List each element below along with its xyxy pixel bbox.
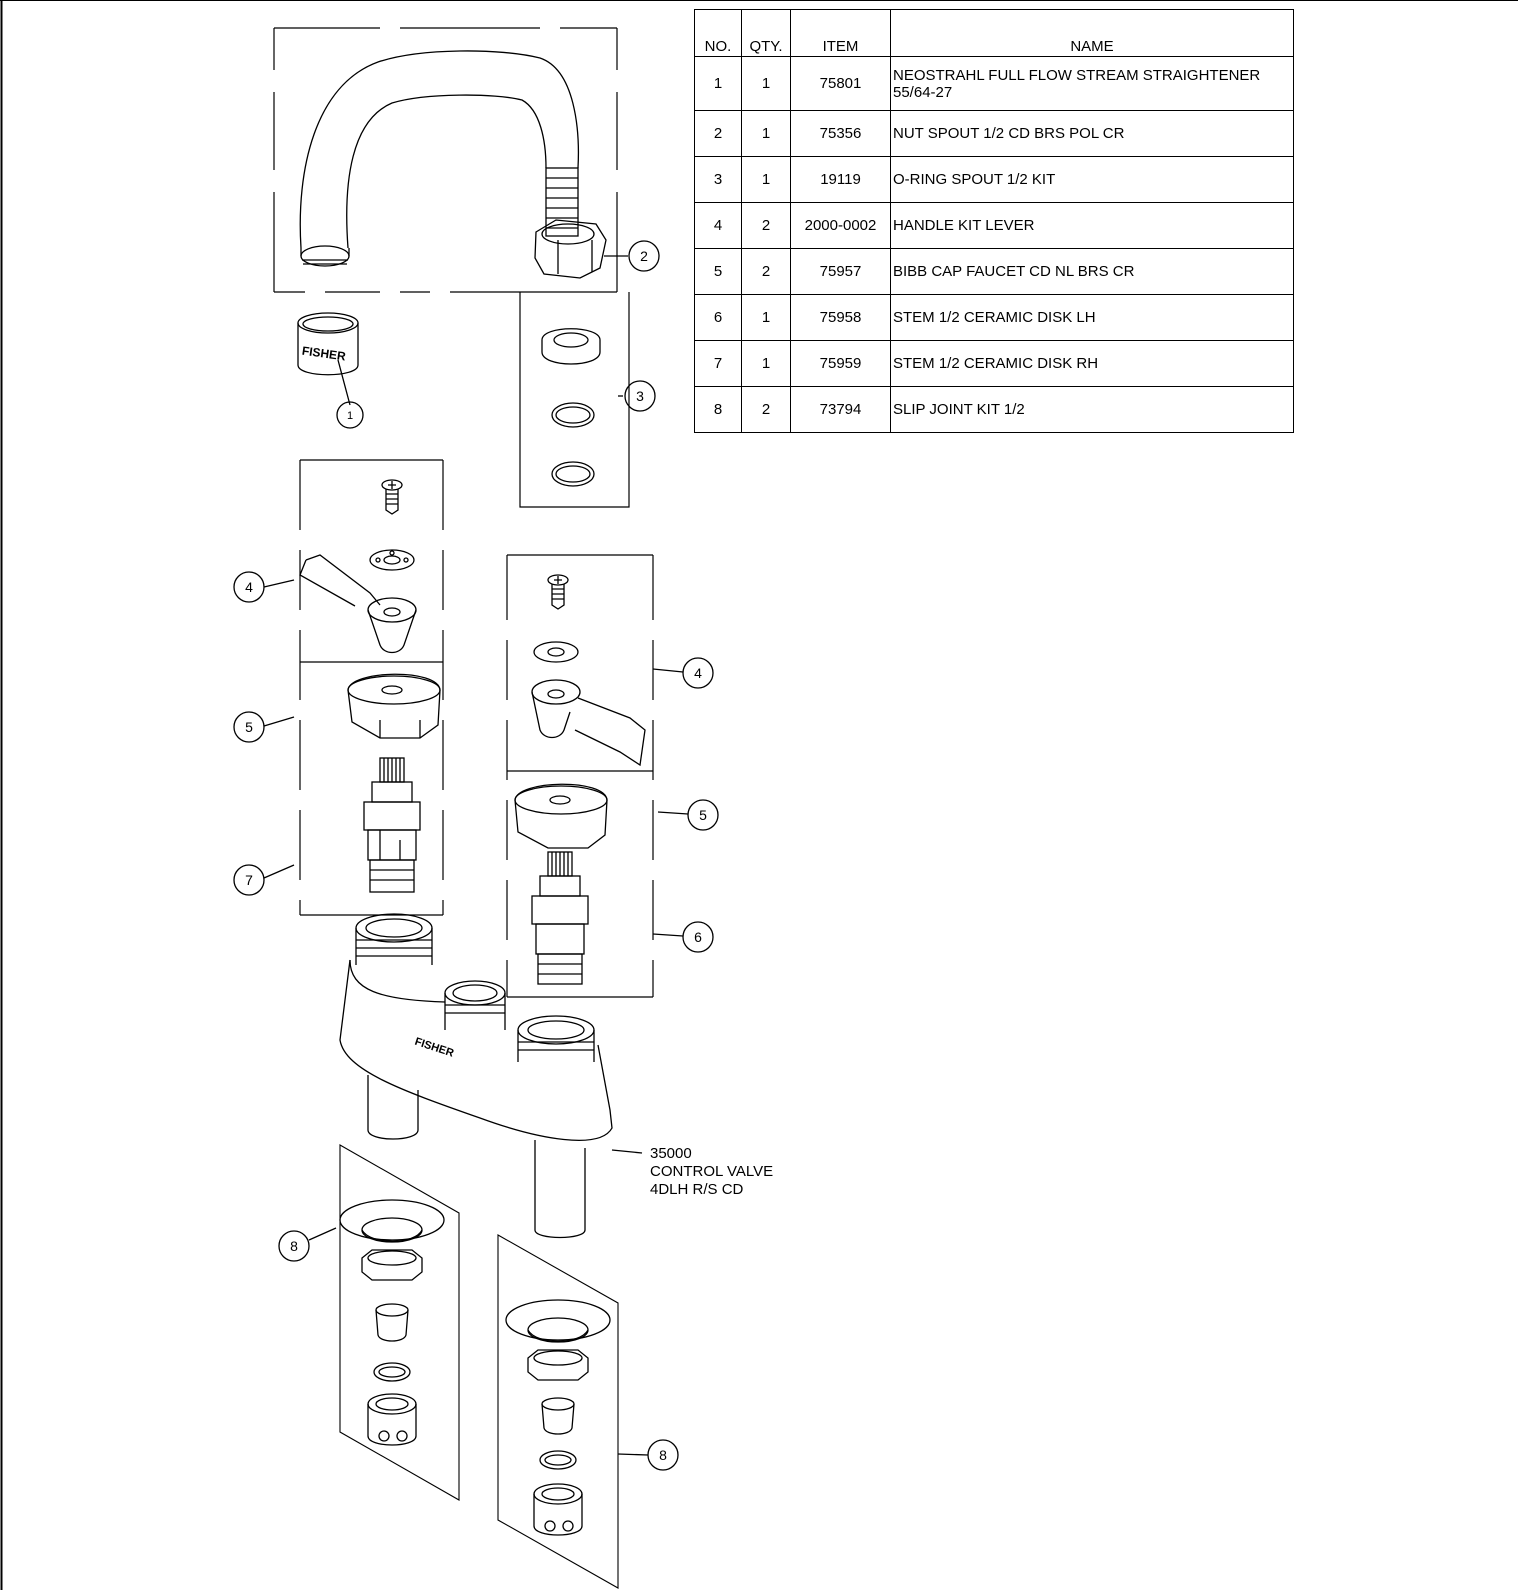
row-no: 5 [694, 248, 742, 295]
row-no: 3 [694, 156, 742, 203]
row-name: STEM 1/2 CERAMIC DISK RH [890, 340, 1294, 387]
table-row: 2 1 75356 NUT SPOUT 1/2 CD BRS POL CR [694, 110, 1294, 157]
parts-table-header-row: NO. QTY. ITEM NAME [694, 9, 1294, 57]
table-row: 7 1 75959 STEM 1/2 CERAMIC DISK RH [694, 340, 1294, 387]
row-item: 2000-0002 [790, 202, 891, 249]
callout-4-right: 4 [652, 657, 714, 689]
row-no: 8 [694, 386, 742, 433]
row-qty: 1 [741, 156, 791, 203]
row-name: HANDLE KIT LEVER [890, 202, 1294, 249]
callout-6: 6 [652, 921, 714, 953]
row-name: NUT SPOUT 1/2 CD BRS POL CR [890, 110, 1294, 157]
row-name: STEM 1/2 CERAMIC DISK LH [890, 294, 1294, 341]
table-row: 5 2 75957 BIBB CAP FAUCET CD NL BRS CR [694, 248, 1294, 295]
row-qty: 1 [741, 340, 791, 387]
header-name: NAME [890, 9, 1294, 57]
callout-2-label: 2 [640, 248, 648, 264]
left-handle-screw [381, 479, 403, 515]
row-item: 75957 [790, 248, 891, 295]
right-handle-screw [547, 574, 569, 610]
row-no: 4 [694, 202, 742, 249]
row-item: 75959 [790, 340, 891, 387]
callout-1: 1 [336, 359, 364, 429]
row-no: 2 [694, 110, 742, 157]
right-ceramic-stem [531, 851, 589, 985]
control-valve-title: CONTROL VALVE [650, 1163, 774, 1180]
left-bibb-cap [347, 673, 441, 739]
row-no: 7 [694, 340, 742, 387]
callout-7: 7 [233, 864, 295, 896]
row-name-line2: 55/64-27 [893, 83, 953, 101]
row-qty: 2 [741, 248, 791, 295]
callout-7-label: 7 [245, 872, 253, 888]
row-item: 73794 [790, 386, 891, 433]
row-qty: 2 [741, 202, 791, 249]
callout-body-leader [611, 1149, 643, 1154]
row-no: 1 [694, 56, 742, 111]
callout-5-right: 5 [657, 799, 719, 831]
row-qty: 2 [741, 386, 791, 433]
left-ceramic-stem [363, 757, 421, 893]
aerator-brand-text: FISHER [301, 344, 347, 364]
right-lever-handle [531, 679, 646, 767]
left-slip-joint-group [339, 1144, 460, 1501]
right-bibb-cap [514, 783, 608, 849]
callout-3: 3 [618, 380, 656, 412]
row-qty: 1 [741, 56, 791, 111]
left-lever-handle [299, 554, 417, 654]
spout-group-box [273, 27, 618, 293]
right-slip-joint-group [497, 1234, 619, 1589]
stream-straightener: FISHER [297, 312, 359, 376]
oring-group-box [519, 292, 630, 508]
right-valve-group-box [506, 554, 654, 998]
row-qty: 1 [741, 294, 791, 341]
left-valve-group-box [299, 459, 444, 916]
spout-tube [299, 50, 579, 267]
row-item: 75801 [790, 56, 891, 111]
callout-3-label: 3 [636, 388, 644, 404]
control-valve-part-number: 35000 [650, 1145, 692, 1162]
table-row: 8 2 73794 SLIP JOINT KIT 1/2 [694, 386, 1294, 433]
header-no: NO. [694, 9, 742, 57]
table-row: 3 1 19119 O-RING SPOUT 1/2 KIT [694, 156, 1294, 203]
callout-8-left-label: 8 [290, 1238, 298, 1254]
table-row: 1 1 75801 NEOSTRAHL FULL FLOW STREAM STR… [694, 56, 1294, 111]
row-qty: 1 [741, 110, 791, 157]
callout-8-right: 8 [617, 1439, 679, 1471]
valve-body: FISHER [339, 913, 613, 1239]
callout-4-left-label: 4 [245, 579, 253, 595]
callout-2: 2 [604, 240, 660, 272]
table-row: 6 1 75958 STEM 1/2 CERAMIC DISK LH [694, 294, 1294, 341]
row-name-line1: NEOSTRAHL FULL FLOW STREAM STRAIGHTENER [893, 66, 1261, 84]
control-valve-label: 35000 CONTROL VALVE 4DLH R/S CD [650, 1145, 773, 1199]
left-index-button [369, 549, 415, 571]
callout-5-left: 5 [233, 711, 295, 743]
spout-nut [534, 219, 607, 279]
callout-8-left: 8 [278, 1227, 337, 1262]
row-name: O-RING SPOUT 1/2 KIT [890, 156, 1294, 203]
row-name: SLIP JOINT KIT 1/2 [890, 386, 1294, 433]
callout-4-left: 4 [233, 571, 295, 603]
row-item: 19119 [790, 156, 891, 203]
callout-6-label: 6 [694, 929, 702, 945]
callout-1-label: 1 [347, 410, 353, 422]
body-brand-text: FISHER [413, 1036, 455, 1060]
callout-4-right-label: 4 [694, 665, 702, 681]
right-index-button [533, 641, 579, 663]
control-valve-model: 4DLH R/S CD [650, 1181, 744, 1198]
callout-5-left-label: 5 [245, 719, 253, 735]
row-name: BIBB CAP FAUCET CD NL BRS CR [890, 248, 1294, 295]
row-item: 75356 [790, 110, 891, 157]
callout-5-right-label: 5 [699, 807, 707, 823]
header-item: ITEM [790, 9, 891, 57]
callout-8-right-label: 8 [659, 1447, 667, 1463]
row-no: 6 [694, 294, 742, 341]
parts-list-table: NO. QTY. ITEM NAME 1 1 75801 NEOSTRAHL F… [694, 9, 1294, 433]
table-row: 4 2 2000-0002 HANDLE KIT LEVER [694, 202, 1294, 249]
row-item: 75958 [790, 294, 891, 341]
header-qty: QTY. [741, 9, 791, 57]
